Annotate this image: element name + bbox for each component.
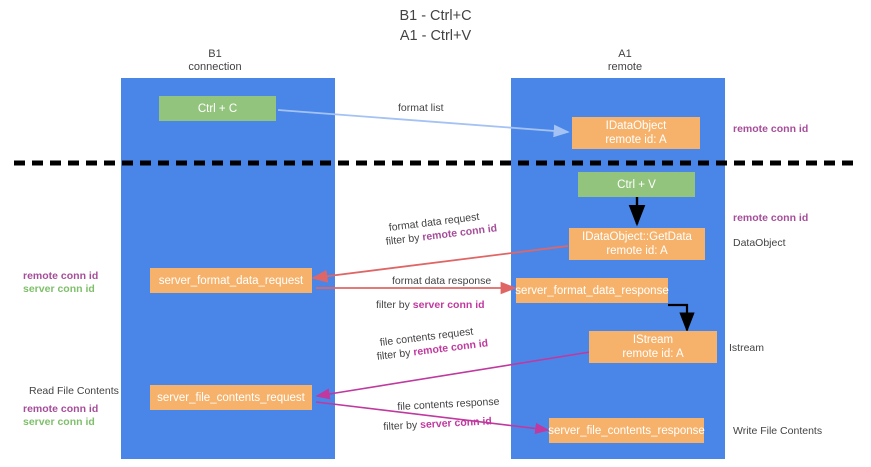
node-server-format-data-request-label: server_format_data_request <box>158 274 304 287</box>
edge-label-file-contents-response: file contents response <box>397 395 500 413</box>
edge-label-file-contents-response-filter: filter by server conn id <box>383 414 492 434</box>
node-server-file-contents-response[interactable]: server_file_contents_response <box>548 418 705 443</box>
title-line-2: A1 - Ctrl+V <box>399 28 472 44</box>
server-conn-id-1: server conn id <box>412 299 485 311</box>
node-ctrl-v-label: Ctrl + V <box>617 178 656 191</box>
lane-header-b1-sub: connection <box>188 61 242 73</box>
server-conn-id-2: server conn id <box>419 415 493 432</box>
side-label-left-remote-conn-id: remote conn id <box>23 270 99 282</box>
lane-header-b1: B1 connection <box>155 48 275 74</box>
node-ctrl-v[interactable]: Ctrl + V <box>578 172 695 197</box>
lane-header-a1: A1 remote <box>565 48 685 74</box>
node-istream-title: IStream <box>632 334 674 346</box>
filter-by-text-2: filter by <box>376 299 413 311</box>
node-server-file-contents-request[interactable]: server_file_contents_request <box>150 385 312 410</box>
filter-by-text-1: filter by <box>385 231 424 248</box>
node-ctrl-c[interactable]: Ctrl + C <box>159 96 276 121</box>
side-label-remote-conn-id-top: remote conn id <box>733 123 809 135</box>
side-label-left-remote-conn-id-2: remote conn id <box>23 403 99 415</box>
filter-by-text-3: filter by <box>376 346 415 363</box>
edge-label-format-data-response-filter: filter by server conn id <box>376 298 485 312</box>
node-ctrl-c-label: Ctrl + C <box>197 102 238 115</box>
filter-by-text-4: filter by <box>383 419 421 433</box>
node-server-file-contents-request-label: server_file_contents_request <box>157 391 305 404</box>
node-server-format-data-response[interactable]: server_format_data_response <box>515 278 669 303</box>
node-server-format-data-response-label: server_format_data_response <box>515 284 669 297</box>
side-label-left-server-conn-id-2: server conn id <box>23 416 95 428</box>
node-getdata-sub: remote id: A <box>606 245 668 257</box>
side-label-istream: Istream <box>729 342 765 354</box>
node-idataobject-sub: remote id: A <box>605 134 667 146</box>
edge-label-format-data-response: format data response <box>392 275 492 287</box>
node-istream-sub: remote id: A <box>622 348 684 360</box>
lane-header-a1-name: A1 <box>618 48 632 60</box>
node-istream[interactable]: IStream remote id: A <box>589 331 717 363</box>
side-label-read-file-contents: Read File Contents <box>29 385 119 397</box>
node-server-format-data-request[interactable]: server_format_data_request <box>150 268 312 293</box>
side-label-dataobject: DataObject <box>733 237 786 249</box>
node-idataobject[interactable]: IDataObject remote id: A <box>572 117 700 149</box>
node-idataobject-getdata[interactable]: IDataObject::GetData remote id: A <box>569 228 705 260</box>
side-label-left-server-conn-id: server conn id <box>23 283 95 295</box>
lane-header-b1-name: B1 <box>208 48 222 60</box>
edge-label-format-list: format list <box>398 102 444 114</box>
title-line-1: B1 - Ctrl+C <box>399 8 472 24</box>
node-idataobject-title: IDataObject <box>605 120 667 132</box>
node-getdata-title: IDataObject::GetData <box>582 231 692 243</box>
page-title: B1 - Ctrl+C A1 - Ctrl+V <box>0 6 871 46</box>
side-label-write-file-contents: Write File Contents <box>733 425 823 437</box>
node-server-file-contents-response-label: server_file_contents_response <box>548 424 705 437</box>
lane-header-a1-sub: remote <box>607 61 643 73</box>
side-label-remote-conn-id-mid: remote conn id <box>733 212 809 224</box>
